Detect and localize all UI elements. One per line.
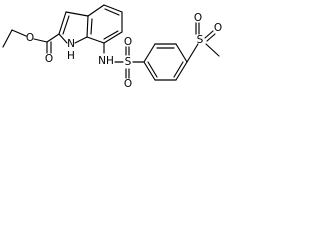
atom-sulfonamide-nh: NH: [98, 55, 114, 67]
bond-c6-c7-inner: [103, 30, 119, 40]
bond-c3-c3a: [65, 11, 89, 17]
atom-sulfone-s: S: [197, 34, 204, 46]
atom-sulfonamide-o-bottom: O: [124, 78, 132, 90]
bond-c3a-c7a: [86, 15, 89, 38]
atom-labels: O O N H NH S O O S O O: [26, 12, 222, 90]
bond-ph3: [175, 43, 188, 63]
bond-sulfone-o-right-2: [206, 33, 216, 42]
bond-c7a-c3a-inner: [90, 18, 93, 35]
bond-c6-c7: [103, 31, 123, 44]
bond-ph6: [143, 61, 156, 81]
bond-ph6-inner: [147, 61, 158, 78]
bond-ph4-inner: [173, 61, 184, 78]
bond-ph1: [143, 43, 156, 63]
bond-c2-c3-b: [62, 15, 70, 35]
atom-sulfonamide-s: S: [125, 56, 132, 68]
atom-ester-ether-o: O: [26, 32, 34, 44]
bond-sulfone-methyl: [205, 43, 220, 57]
bond-c2-c3-a: [58, 11, 67, 35]
bond-lines: [2, 4, 220, 81]
bond-c4-c5: [103, 4, 123, 13]
bond-n1-c2: [58, 33, 68, 44]
bond-phenyl-s: [186, 43, 199, 63]
bond-ester-c-o: [46, 33, 60, 43]
bond-ethyl-ch3: [2, 29, 13, 48]
bond-c3a-c4: [87, 4, 105, 17]
bond-ester-o-ch2: [33, 38, 48, 43]
atom-indole-h: H: [67, 50, 75, 62]
bond-c7a-n1: [74, 36, 88, 44]
chemical-structure: O O N H NH S O O S O O: [2, 4, 222, 90]
bond-sulfone-o-right-1: [204, 30, 214, 39]
bond-ph4: [175, 61, 188, 81]
bond-ethyl-ch2: [11, 29, 27, 37]
atom-sulfonamide-o-top: O: [124, 36, 132, 48]
bond-c4-c5-inner: [104, 8, 120, 16]
atom-sulfone-o-right: O: [214, 22, 222, 34]
atom-ester-carbonyl-o: O: [45, 53, 53, 65]
atom-sulfone-o-top: O: [194, 12, 202, 24]
atom-indole-n: N: [67, 38, 75, 50]
bond-c7-c7a: [86, 36, 105, 44]
